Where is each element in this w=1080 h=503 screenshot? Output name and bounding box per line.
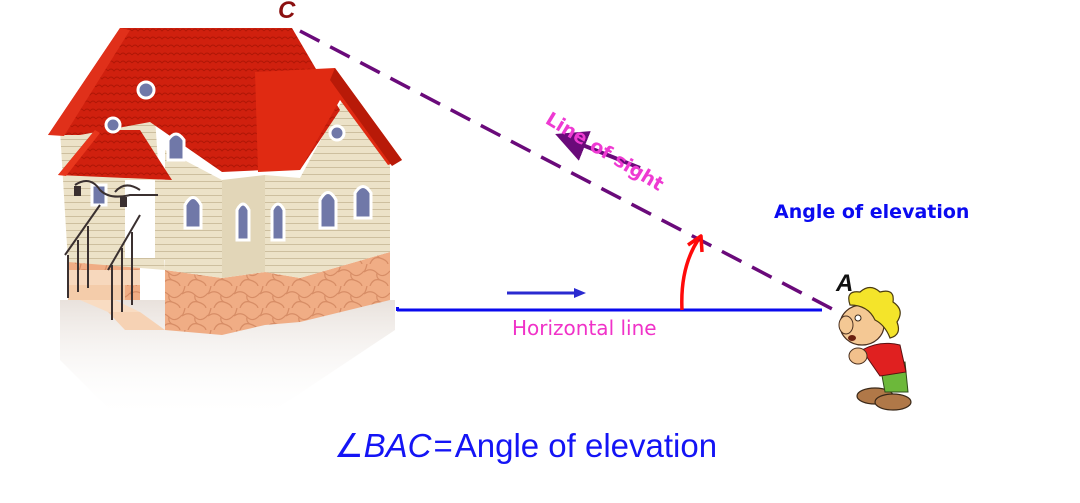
right-gable-roof <box>255 68 402 172</box>
horizontal-arrow-icon <box>507 288 586 298</box>
angle-of-elevation-label: Angle of elevation <box>774 201 970 223</box>
point-c-label: C <box>278 0 296 24</box>
horizontal-line-label: Horizontal line <box>512 316 657 340</box>
angle-name: BAC <box>363 427 432 464</box>
windows <box>90 80 373 242</box>
observer-boy <box>838 286 912 411</box>
point-a-label: A <box>836 270 854 297</box>
stair-railings <box>64 180 158 320</box>
equals-sign: = <box>433 427 453 464</box>
angle-symbol: ∠ <box>334 427 364 464</box>
line-of-sight-arrow-icon <box>555 131 641 170</box>
lantern-icon <box>74 186 127 207</box>
caption-text: Angle of elevation <box>454 427 718 464</box>
angle-arc-icon <box>680 234 704 311</box>
caption-formula: ∠BAC=Angle of elevation <box>334 426 717 465</box>
right-gable-wall <box>300 95 390 278</box>
house-illustration <box>48 28 402 420</box>
front-door <box>125 180 155 258</box>
